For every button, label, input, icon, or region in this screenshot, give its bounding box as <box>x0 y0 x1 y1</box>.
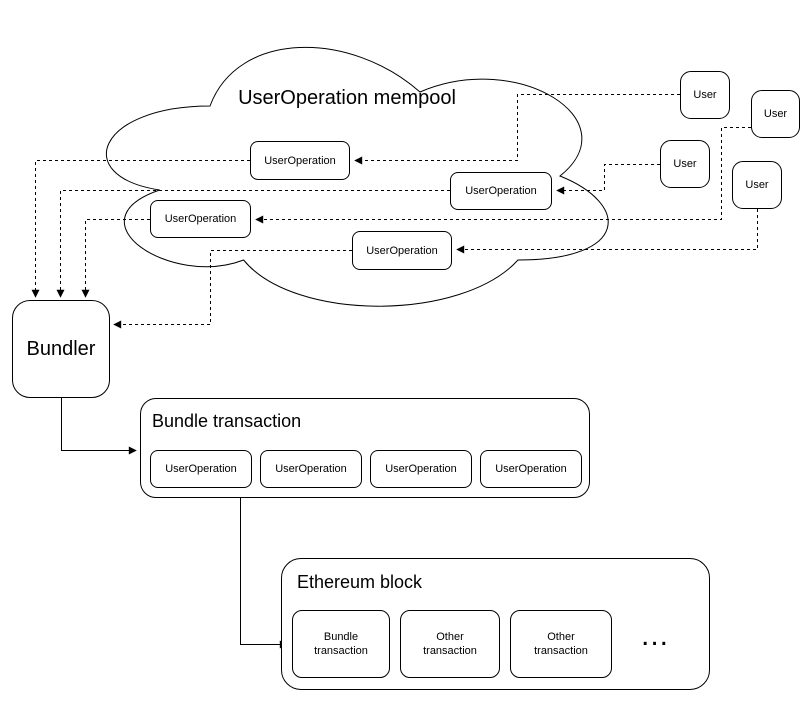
user-node-3[interactable]: User <box>660 140 710 188</box>
user-node-4[interactable]: User <box>732 161 782 209</box>
user-label-1: User <box>693 89 717 101</box>
user-node-2[interactable]: User <box>751 90 800 138</box>
bundler-label: Bundler <box>26 337 96 360</box>
bundletx-userop-node-3[interactable]: UserOperation <box>370 450 472 488</box>
mempool-userop-node-1[interactable]: UserOperation <box>250 141 350 180</box>
mempool-userop-label-1: UserOperation <box>264 154 336 167</box>
mempool-userop-node-3[interactable]: UserOperation <box>150 200 251 238</box>
edge-user2-to-userop3 <box>255 127 751 224</box>
edge-user3-to-userop2 <box>556 164 660 195</box>
ethblock-other-transaction-node-1[interactable]: Other transaction <box>400 610 500 678</box>
mempool-userop-label-3: UserOperation <box>164 213 237 225</box>
bundletx-userop-label-3: UserOperation <box>385 463 457 475</box>
bundletx-userop-node-4[interactable]: UserOperation <box>480 450 582 488</box>
mempool-userop-label-4: UserOperation <box>366 244 438 257</box>
bundle-transaction-title: Bundle transaction <box>152 411 302 431</box>
user-node-1[interactable]: User <box>680 71 730 119</box>
ethblock-other-transaction-label-2: Other transaction <box>534 631 588 657</box>
user-label-3: User <box>673 158 697 170</box>
bundletx-userop-label-4: UserOperation <box>495 463 567 475</box>
edge-bundler-to-bundletx <box>61 398 137 455</box>
mempool-userop-node-2[interactable]: UserOperation <box>450 172 552 210</box>
mempool-userop-label-2: UserOperation <box>465 185 537 197</box>
bundletx-userop-node-1[interactable]: UserOperation <box>150 450 252 488</box>
bundletx-userop-label-1: UserOperation <box>165 463 237 475</box>
ethblock-bundle-transaction-node[interactable]: Bundle transaction <box>292 610 390 678</box>
bundler-node[interactable]: Bundler <box>12 300 110 398</box>
edge-bundletx-to-ethblock <box>240 498 288 649</box>
bundletx-userop-label-2: UserOperation <box>275 463 347 475</box>
user-label-2: User <box>763 108 788 120</box>
ethblock-more-transactions-ellipsis: ... <box>640 619 669 652</box>
ethblock-other-transaction-label-1: Other transaction <box>423 631 477 657</box>
bundletx-userop-node-2[interactable]: UserOperation <box>260 450 362 488</box>
edge-user4-to-userop4 <box>456 209 758 254</box>
mempool-title: UserOperation mempool <box>238 87 456 109</box>
mempool-userop-node-4[interactable]: UserOperation <box>352 231 452 270</box>
ethereum-block-title: Ethereum block <box>297 572 423 592</box>
user-label-4: User <box>745 179 769 191</box>
ethblock-bundle-transaction-label: Bundle transaction <box>314 631 368 657</box>
ethblock-other-transaction-node-2[interactable]: Other transaction <box>510 610 612 678</box>
edge-userop3-to-bundler <box>81 219 150 298</box>
